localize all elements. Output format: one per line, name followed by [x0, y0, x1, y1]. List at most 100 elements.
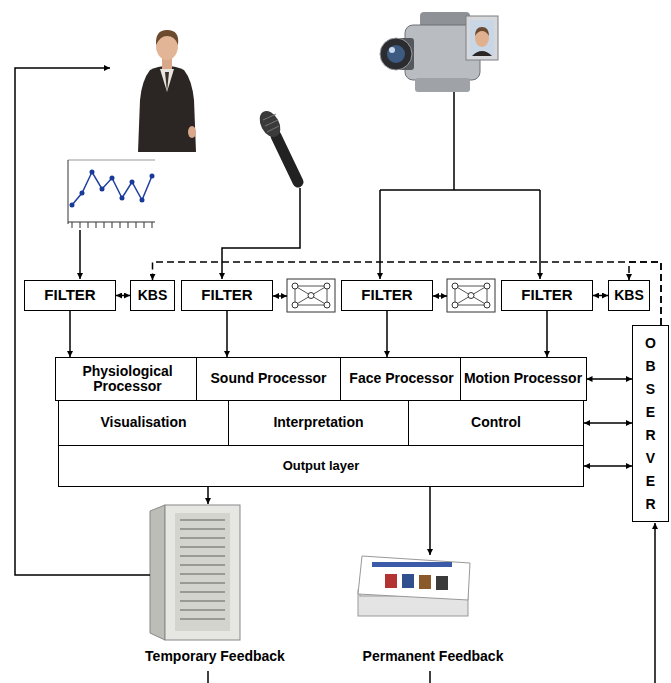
output-arrow: [207, 487, 209, 504]
camera-wire: [539, 190, 541, 279]
arrow-connector: [587, 378, 633, 380]
layer-cell: Control: [408, 400, 584, 446]
person-tie: [165, 72, 169, 92]
output-arrow: [429, 487, 431, 555]
person-shirt: [160, 69, 174, 92]
feedback-line: [429, 671, 431, 683]
chart-ticks: [72, 222, 152, 228]
caption-label: Permanent Feedback: [363, 648, 504, 664]
person-coat: [138, 66, 196, 152]
node-text: Interpretation: [273, 415, 363, 430]
net-arrow: [273, 295, 287, 297]
output-layer: Output layer: [58, 445, 584, 487]
mic-wire: [222, 188, 300, 279]
arrow-connector: [116, 295, 130, 297]
server-tower: [150, 505, 240, 640]
arrow-connector: [226, 311, 228, 357]
caption-label: Temporary Feedback: [145, 648, 285, 664]
net-arrow: [433, 295, 447, 297]
node-text: OBSERVER: [644, 332, 658, 516]
person-figure: [138, 30, 196, 152]
net-frame: [287, 279, 335, 312]
node-text: Motion Processor: [464, 371, 582, 386]
filter-box: FILTER: [24, 280, 116, 311]
kbs-box: KBS: [608, 280, 650, 311]
arrow-connector: [69, 311, 71, 357]
screen-picture: [470, 20, 494, 56]
filter-box: FILTER: [501, 280, 593, 311]
feedback-line: [207, 671, 209, 683]
screen-body: [472, 51, 492, 56]
node-text: Output layer: [283, 459, 360, 473]
feedback-loop: [15, 68, 150, 575]
paper-photo: [436, 576, 448, 590]
server-front: [165, 505, 240, 640]
server-panel: [175, 513, 230, 631]
net-nodes: [452, 283, 490, 308]
lens-glint: [389, 47, 395, 53]
mic-handle: [276, 136, 298, 182]
node-text: FILTER: [201, 287, 252, 304]
processor-cell: Sound Processor: [196, 357, 341, 401]
neural-net-icon: [447, 279, 495, 312]
node-text: FILTER: [44, 287, 95, 304]
neural-net-icon: [287, 279, 335, 312]
processor-cell: Face Processor: [340, 357, 463, 401]
observer-box: OBSERVER: [632, 325, 669, 522]
server-side: [150, 505, 165, 640]
node-text: Visualisation: [100, 415, 186, 430]
node-text: KBS: [614, 288, 644, 303]
node-text: Sound Processor: [211, 371, 327, 386]
net-frame: [447, 279, 495, 312]
camera-base: [415, 78, 470, 92]
camera-wire: [379, 190, 381, 279]
paper-masthead: [372, 562, 452, 567]
paper-front: [358, 556, 470, 600]
net-nodes: [292, 283, 330, 308]
mic-head: [255, 107, 284, 140]
server-slots: [180, 520, 225, 619]
arrow-connector: [593, 295, 608, 297]
microphone: [255, 107, 298, 182]
processor-cell: Motion Processor: [460, 357, 587, 401]
feedback-arrow: [654, 523, 656, 683]
arrow-connector: [584, 422, 632, 424]
node-text: FILTER: [521, 287, 572, 304]
node-text: Physiological Processor: [56, 364, 199, 395]
arrow-connector: [546, 311, 548, 357]
newspaper-stack: [358, 556, 470, 616]
video-camera: [380, 12, 498, 92]
camera-wire: [380, 92, 540, 190]
person-hair: [156, 30, 178, 45]
filter-box: FILTER: [341, 280, 433, 311]
paper-photo: [385, 574, 397, 588]
paper-photo: [419, 575, 431, 589]
layer-cell: Visualisation: [58, 400, 229, 446]
arrow-connector: [386, 311, 388, 357]
screen-hair: [475, 27, 489, 36]
node-text: Control: [471, 415, 521, 430]
chart-dots: [70, 170, 155, 208]
layer-cell: Interpretation: [228, 400, 409, 446]
filter-box: FILTER: [181, 280, 273, 311]
chart-axis: [68, 160, 69, 224]
physiological-chart: [68, 160, 155, 228]
arrow-connector: [584, 465, 632, 467]
node-text: KBS: [138, 288, 168, 303]
person-hand: [188, 126, 196, 138]
camera-lens: [380, 38, 412, 70]
processor-cell: Physiological Processor: [55, 357, 200, 401]
dashed-connector: [153, 262, 662, 325]
node-text: Face Processor: [349, 371, 453, 386]
chart-top-line: [68, 160, 155, 161]
camera-glass: [387, 45, 405, 63]
camera-screen: [466, 16, 498, 60]
paper-photo: [402, 574, 414, 588]
node-text: FILTER: [361, 287, 412, 304]
signal-wires: [15, 68, 655, 683]
kbs-box: KBS: [130, 280, 175, 311]
mic-grille: [263, 114, 279, 132]
chart-wire: [79, 230, 81, 279]
